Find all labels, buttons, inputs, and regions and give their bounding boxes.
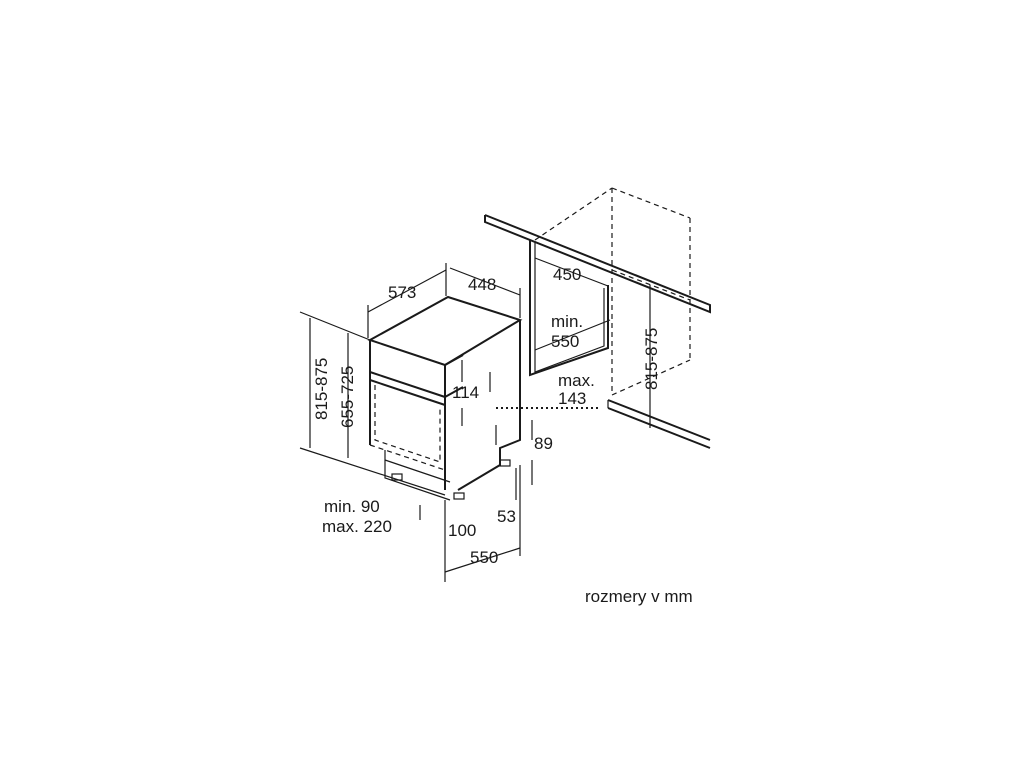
label-655-725: 655-725 [338,366,357,428]
label-143: 143 [558,389,586,408]
label-max-220: max. 220 [322,517,392,536]
niche-outline [534,187,691,396]
dimension-lines [299,257,651,582]
label-815-875-left: 815-875 [312,358,331,420]
units-note: rozmery v mm [585,587,693,606]
countertop [484,214,711,449]
label-550-niche: 550 [551,332,579,351]
dimension-labels: 573 448 815-875 655-725 114 min. 90 max.… [312,265,693,606]
label-100: 100 [448,521,476,540]
label-573: 573 [388,283,416,302]
label-114: 114 [452,383,479,402]
label-min-90: min. 90 [324,497,380,516]
label-min: min. [551,312,583,331]
label-450: 450 [553,265,581,284]
label-815-875-right: 815-875 [642,328,661,390]
label-max: max. [558,371,595,390]
dishwasher-body [367,295,523,501]
label-550-bottom: 550 [470,548,498,567]
label-89: 89 [534,434,553,453]
label-448: 448 [468,275,496,294]
label-53: 53 [497,507,516,526]
